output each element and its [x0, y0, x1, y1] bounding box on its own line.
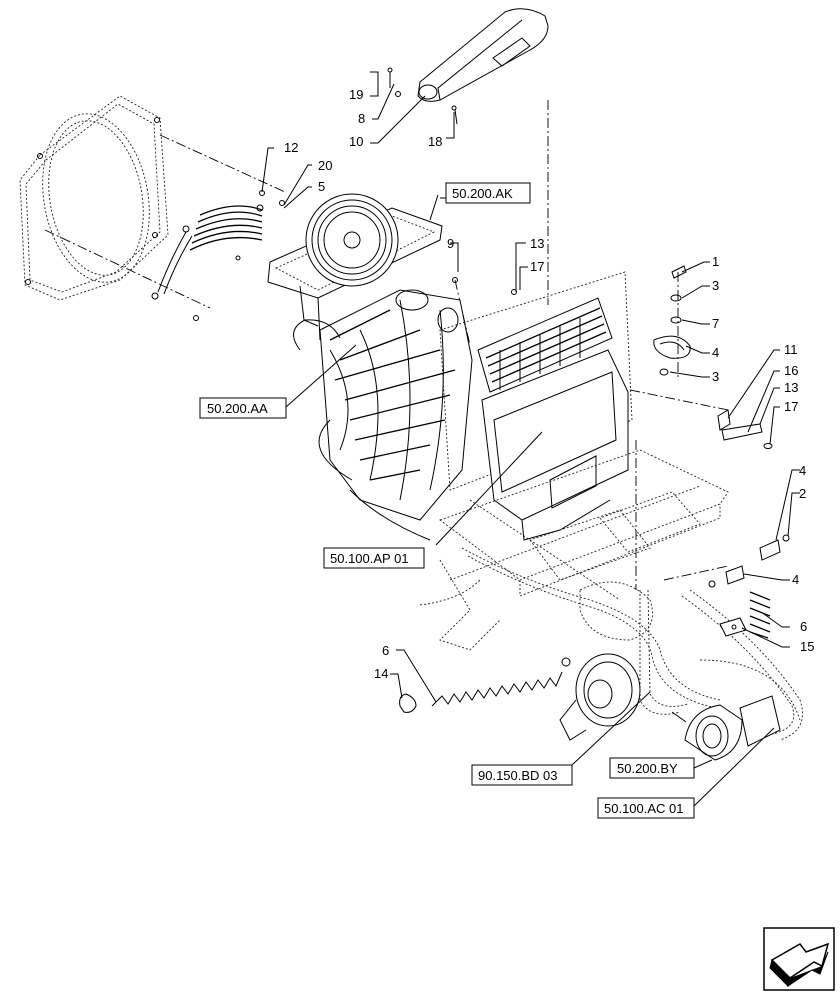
callout-17a: 17	[530, 259, 544, 274]
callout-13a: 13	[530, 236, 544, 251]
assembly-lines	[44, 100, 729, 590]
callout-5: 5	[318, 179, 325, 194]
callout-11: 11	[784, 342, 798, 357]
callout-9: 9	[447, 236, 454, 251]
callout-16: 16	[784, 363, 798, 378]
callout-3a: 3	[712, 278, 719, 293]
callout-8: 8	[358, 111, 365, 126]
callout-2: 2	[799, 486, 806, 501]
arrow-navigation-icon[interactable]	[763, 927, 835, 991]
callout-6b: 6	[382, 643, 389, 658]
fan-shroud	[19, 95, 169, 301]
callout-4a: 4	[712, 345, 719, 360]
ref-90-150-bd-03[interactable]: 90.150.BD 03	[478, 768, 558, 783]
ref-50-200-by[interactable]: 50.200.BY	[617, 761, 678, 776]
hardware-top	[259, 67, 517, 295]
callout-18: 18	[428, 134, 442, 149]
pump	[671, 695, 781, 761]
hose-assembly	[151, 204, 264, 321]
callout-19: 19	[349, 87, 363, 102]
callout-20: 20	[318, 158, 332, 173]
cab-frame	[419, 449, 729, 651]
callout-6a: 6	[800, 619, 807, 634]
callout-numbers: 19 8 10 18 12 20 5 9 13 17 1 3 7 4 3 11 …	[284, 87, 814, 681]
ref-50-100-ap-01[interactable]: 50.100.AP 01	[330, 551, 409, 566]
callout-12: 12	[284, 140, 298, 155]
callout-15: 15	[800, 639, 814, 654]
callout-13b: 13	[784, 380, 798, 395]
engine-assembly	[293, 289, 473, 541]
air-duct	[417, 8, 549, 102]
callout-14: 14	[374, 666, 388, 681]
ref-50-100-ac-01[interactable]: 50.100.AC 01	[604, 801, 684, 816]
callout-1: 1	[712, 254, 719, 269]
leader-lines	[261, 71, 800, 809]
hardware-right	[653, 265, 790, 639]
callout-7: 7	[712, 316, 719, 331]
callout-4b: 4	[799, 463, 806, 478]
compressor	[559, 581, 653, 741]
ref-50-200-aa[interactable]: 50.200.AA	[207, 401, 268, 416]
tension-spring	[399, 657, 571, 713]
reference-boxes: 50.200.AK 50.200.AA 50.100.AP 01 90.150.…	[199, 182, 695, 819]
callout-17b: 17	[784, 399, 798, 414]
callout-3b: 3	[712, 369, 719, 384]
callout-10: 10	[349, 134, 363, 149]
hvac-unit	[439, 271, 633, 541]
ref-50-200-ak[interactable]: 50.200.AK	[452, 186, 513, 201]
condenser-fan	[267, 193, 443, 341]
callout-4c: 4	[792, 572, 799, 587]
